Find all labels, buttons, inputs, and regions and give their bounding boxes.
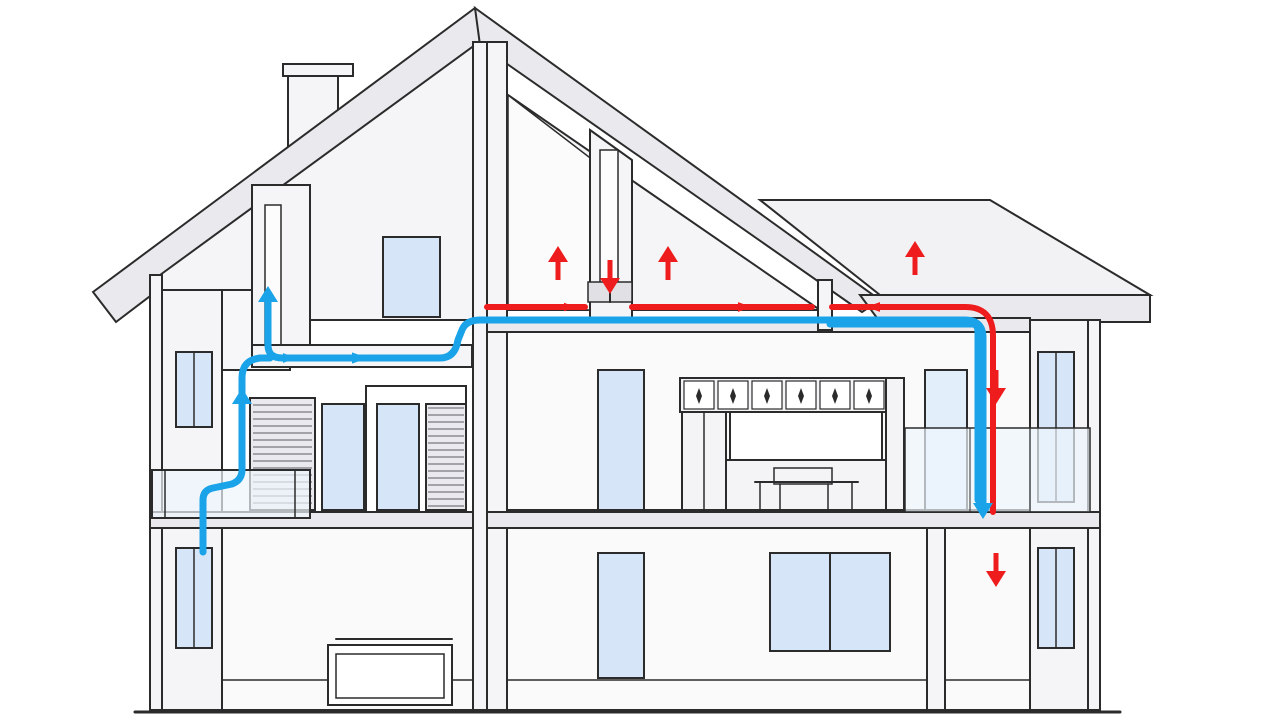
cold-duct-left-riser (199, 354, 274, 556)
kitchen (679, 377, 905, 513)
fresh-air-arrow-up-shaft (258, 286, 278, 320)
exhaust-arrow-right-1 (738, 302, 752, 312)
exhaust-arrow-up-2 (658, 246, 678, 280)
cold-duct-right-return (826, 320, 982, 504)
fresh-air-arrow-right-2 (283, 353, 297, 363)
center-wall (472, 41, 508, 711)
center-vent-shaft (587, 128, 633, 319)
upper-right-door (597, 369, 645, 511)
fresh-air-arrow-up-left (232, 388, 252, 422)
right-glass-railing (904, 427, 1091, 513)
exhaust-arrow-up-3 (905, 241, 925, 275)
kitchen-upper-cabinets (683, 380, 885, 410)
fresh-air-supply-duct (199, 296, 987, 556)
flow-arrows (232, 241, 1006, 587)
balcony (151, 385, 467, 519)
exhaust-arrow-down-center (600, 260, 620, 294)
exhaust-arrow-down-lower (986, 553, 1006, 587)
attic-window (382, 236, 441, 318)
fresh-air-arrow-right-1 (352, 352, 368, 364)
shutter-right (428, 407, 464, 507)
fresh-air-arrow-down-right (973, 485, 993, 519)
lower-center-door (597, 552, 645, 679)
exhaust-arrow-up-1 (548, 246, 568, 280)
ventilation-unit (327, 638, 453, 706)
exhaust-arrow-right-2 (564, 302, 576, 312)
annex-roof (757, 199, 1154, 323)
exhaust-arrow-left-1 (866, 302, 880, 312)
exhaust-arrow-down-right (986, 370, 1006, 404)
